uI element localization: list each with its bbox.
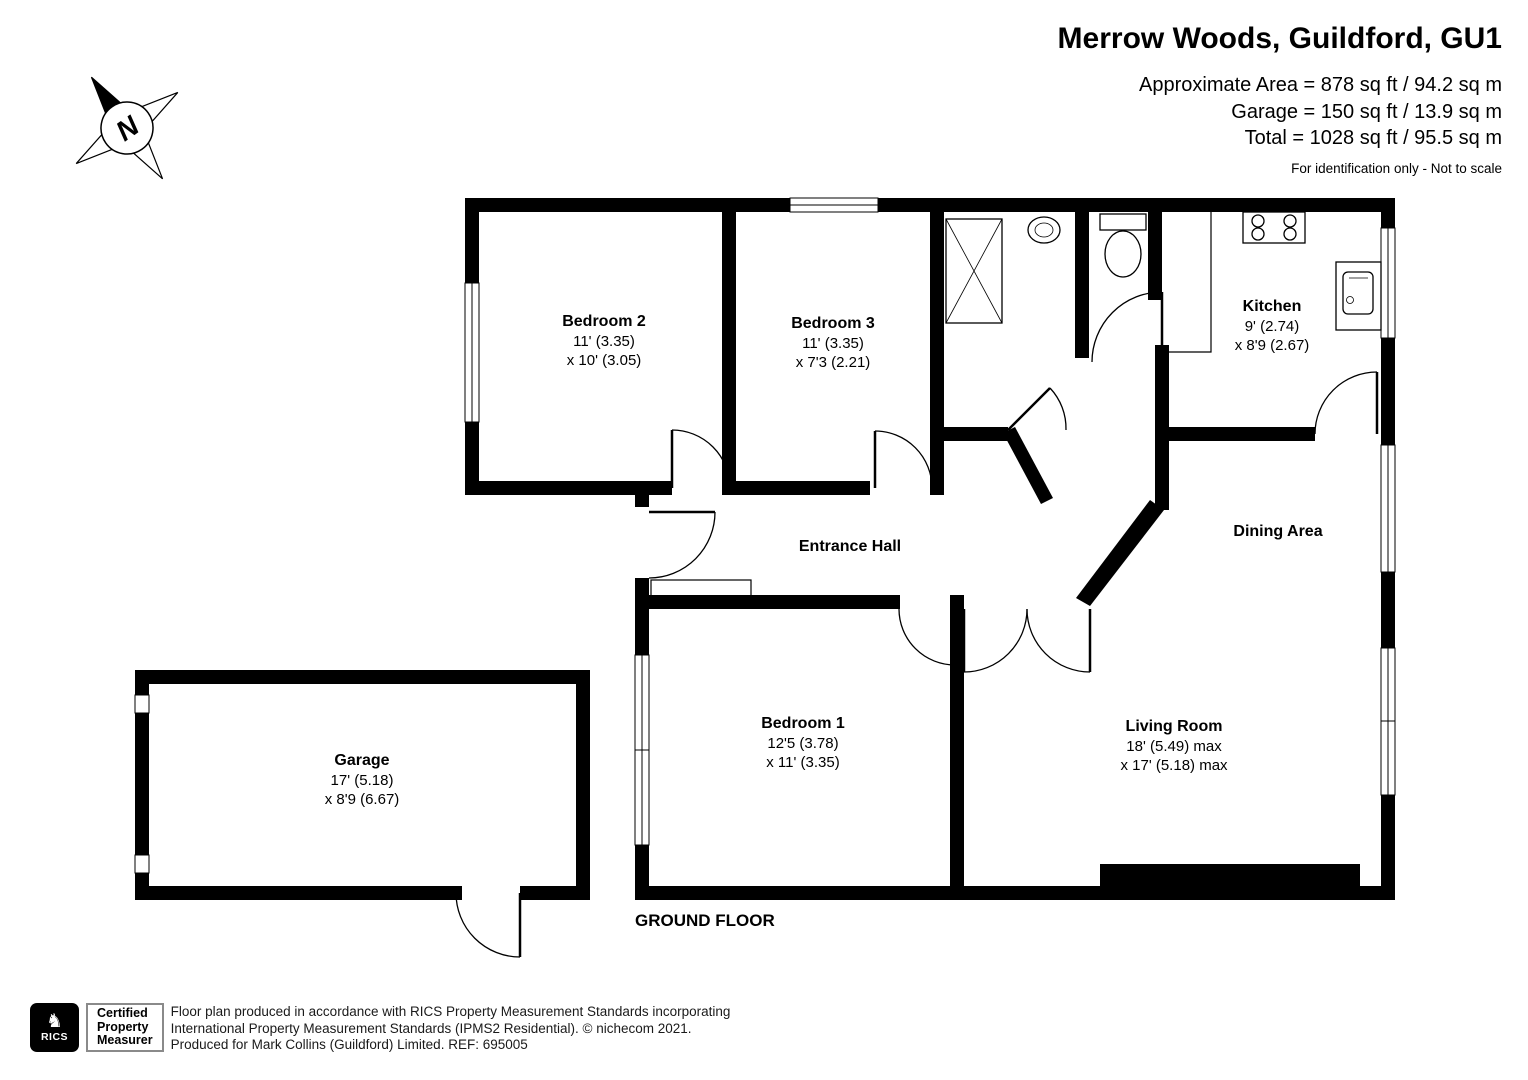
kitchen-sink-icon <box>1335 261 1382 331</box>
floor-title: GROUND FLOOR <box>635 911 775 930</box>
rics-logo: ♞ RICS <box>30 1003 79 1052</box>
rics-lion-icon: ♞ <box>45 1011 64 1032</box>
details <box>650 212 1212 603</box>
room-label-dining-area: Dining Area <box>1233 523 1323 540</box>
room-label-entrance-hall: Entrance Hall <box>798 538 902 555</box>
room-label-garage: Garage 17' (5.18) x 8'9 (6.67) <box>324 752 400 808</box>
plan-footer: ♞ RICS Certified Property Measurer Floor… <box>30 1003 730 1054</box>
production-disclaimer: Floor plan produced in accordance with R… <box>170 1004 731 1052</box>
hob-icon <box>1242 211 1306 244</box>
entrance-step <box>650 579 752 603</box>
area-summary: Approximate Area = 878 sq ft / 94.2 sq m… <box>1058 72 1502 152</box>
compass-north-icon: N <box>75 76 179 180</box>
room-label-living-room: Living Room 18' (5.49) max x 17' (5.18) … <box>1120 718 1228 774</box>
shower-tray-icon <box>945 218 1003 324</box>
kitchen-counter-line <box>1168 212 1212 353</box>
windows <box>134 197 1396 874</box>
scale-disclaimer: For identification only - Not to scale <box>1291 160 1502 176</box>
toilet-icon <box>1099 213 1147 278</box>
room-label-kitchen: Kitchen 9' (2.74) x 8'9 (2.67) <box>1234 298 1310 354</box>
garage-area: Garage = 150 sq ft / 13.9 sq m <box>1231 100 1502 123</box>
property-title: Merrow Woods, Guildford, GU1 <box>1057 22 1502 55</box>
approximate-area: Approximate Area = 878 sq ft / 94.2 sq m <box>1139 74 1502 96</box>
plan-header: Merrow Woods, Guildford, GU1 Approximate… <box>1058 22 1502 176</box>
room-label-bedroom-1: Bedroom 1 12'5 (3.78) x 11' (3.35) <box>761 715 845 771</box>
fixtures <box>945 211 1382 331</box>
total-area: Total = 1028 sq ft / 95.5 sq m <box>1244 127 1502 149</box>
room-label-bedroom-3: Bedroom 3 11' (3.35) x 7'3 (2.21) <box>791 315 875 371</box>
certified-measurer-badge: Certified Property Measurer <box>86 1003 164 1052</box>
room-label-bedroom-2: Bedroom 2 11' (3.35) x 10' (3.05) <box>562 313 646 369</box>
wash-basin-icon <box>1027 216 1061 244</box>
door-arcs <box>455 291 1379 958</box>
